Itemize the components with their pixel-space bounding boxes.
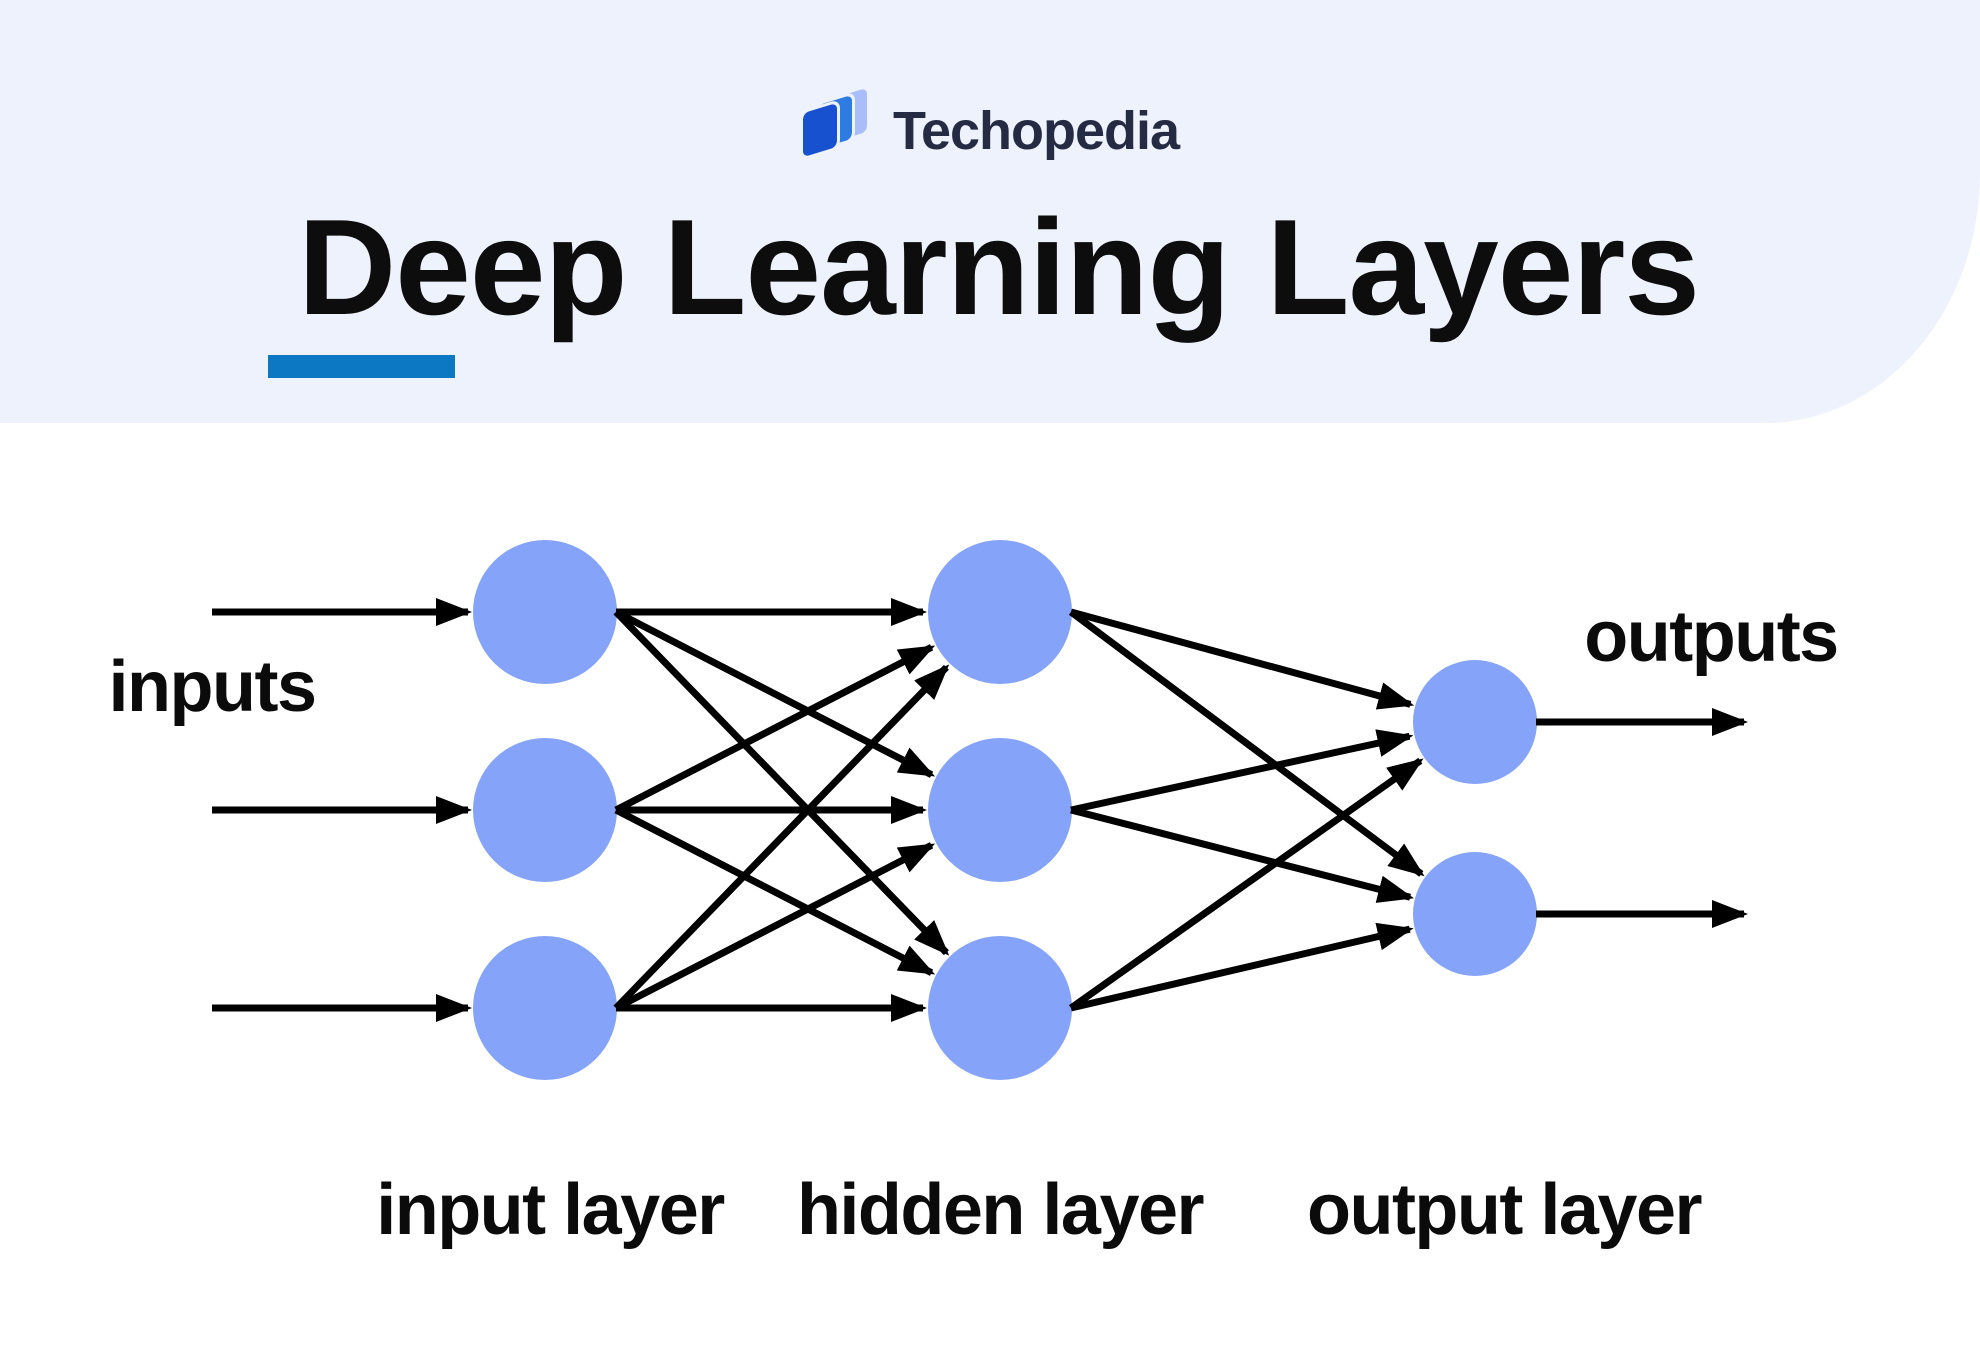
title-underline [268,355,455,378]
connection-hidden2-to-output1 [1070,729,1414,814]
output-layer-label: output layer [1306,1170,1703,1250]
header-band: Techopedia Deep Learning Layers [0,0,1980,423]
outputs-label: outputs [1584,597,1839,677]
connection-input1-to-hidden2 [614,608,936,778]
input-node-3 [473,936,617,1080]
hidden-layer-label: hidden layer [796,1170,1205,1250]
connection-input2-to-hidden3 [614,806,936,976]
hidden-node-2 [928,738,1072,882]
input-layer-label: input layer [376,1170,725,1250]
input-node-2 [473,738,617,882]
connection-hidden2-to-output2 [1070,806,1414,903]
connection-hidden1-to-output2 [1068,609,1425,877]
hidden-node-1 [928,540,1072,684]
connection-hidden3-to-output2 [1070,922,1414,1012]
connection-input1-to-hidden3 [613,609,950,956]
inputs-label: inputs [108,647,317,727]
connection-input3-to-hidden1 [613,664,950,1011]
connection-hidden1-to-output1 [1070,608,1415,710]
connection-input3-to-hidden2 [614,842,936,1012]
output-node-2 [1413,852,1537,976]
connection-input2-to-hidden1 [614,644,936,814]
input-node-1 [473,540,617,684]
connection-hidden3-to-output1 [1068,757,1424,1011]
brand-name: Techopedia [893,101,1180,161]
page-title: Deep Learning Layers [298,191,1700,343]
output-node-1 [1413,660,1537,784]
hidden-node-3 [928,936,1072,1080]
